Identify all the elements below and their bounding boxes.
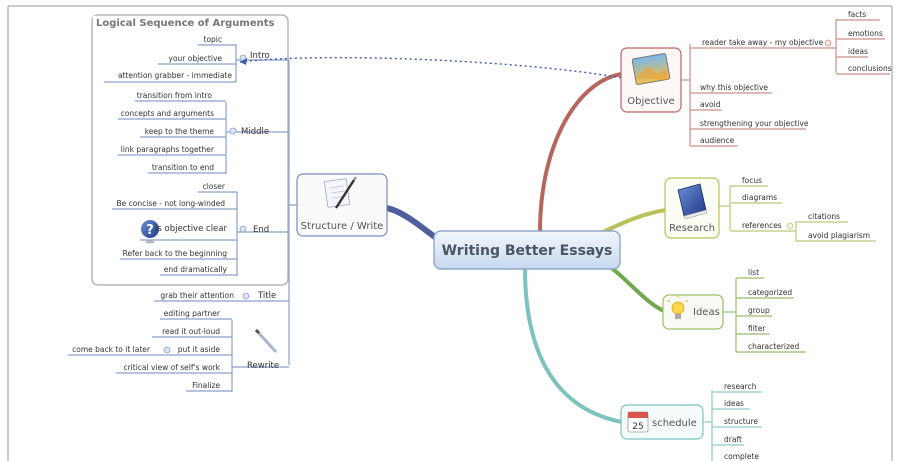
rewrite-label[interactable]: Rewrite	[247, 361, 279, 371]
put-aside-child[interactable]: come back to it later	[72, 345, 151, 354]
put-aside-collapse-icon[interactable]	[163, 346, 171, 354]
end-item-3[interactable]: is objective clear	[155, 224, 227, 234]
intro-item-3[interactable]: attention grabber - immediate	[118, 71, 232, 80]
svg-text:?: ?	[146, 223, 154, 238]
ideas-item-3[interactable]: group	[748, 306, 770, 315]
ideas-item-4[interactable]: filter	[748, 324, 766, 333]
intro-group: Intro topic your objective attention gra…	[104, 35, 289, 83]
objective-item-4[interactable]: audience	[700, 136, 735, 145]
ideas-item-5[interactable]: characterized	[748, 342, 800, 351]
rewrite-item-5[interactable]: Finalize	[192, 381, 220, 390]
middle-collapse-icon[interactable]	[229, 127, 237, 135]
objective-item-2[interactable]: avoid	[700, 100, 721, 109]
logical-sequence-panel	[91, 14, 289, 286]
branch-schedule	[523, 267, 623, 424]
pen-paper-icon	[324, 176, 357, 209]
schedule-item-2[interactable]: ideas	[724, 399, 744, 408]
branch-structure	[385, 205, 438, 241]
central-node[interactable]	[433, 230, 621, 270]
middle-item-3[interactable]: keep to the theme	[145, 127, 215, 136]
references-item-2[interactable]: avoid plagiarism	[808, 231, 870, 240]
middle-label[interactable]: Middle	[241, 127, 269, 137]
objective-item-3[interactable]: strengthening your objective	[700, 119, 809, 128]
schedule-item-1[interactable]: research	[724, 382, 757, 391]
intro-item-2[interactable]: your objective	[169, 54, 223, 63]
references-item-1[interactable]: citations	[808, 212, 840, 221]
research-item-1[interactable]: focus	[742, 176, 762, 185]
research-item-3[interactable]: references	[742, 221, 782, 230]
ideas-item-1[interactable]: list	[748, 268, 759, 277]
end-item-2[interactable]: Be concise - not long-winded	[117, 199, 226, 208]
relationship-link[interactable]	[239, 56, 623, 79]
end-group: End closer Be concise - not long-winded …	[112, 182, 289, 276]
end-item-5[interactable]: end dramatically	[164, 265, 228, 274]
relationship-arrow-icon	[240, 58, 247, 65]
takeaway-item-1[interactable]: facts	[848, 10, 866, 19]
objective-takeaway[interactable]: reader take away - my objective	[702, 38, 824, 47]
panel-title: Logical Sequence of Arguments	[96, 18, 275, 29]
picture-icon	[631, 53, 671, 85]
schedule-item-5[interactable]: complete	[724, 452, 759, 461]
research-children: focus diagrams references citations avoi…	[730, 176, 876, 242]
book-icon	[677, 183, 708, 220]
schedule-children: research ideas structure draft complete	[712, 382, 762, 461]
title-group: grab their attention Title	[154, 291, 289, 302]
end-item-1[interactable]: closer	[203, 182, 226, 191]
rewrite-item-2[interactable]: read it out-loud	[162, 327, 220, 336]
schedule-item-4[interactable]: draft	[724, 435, 742, 444]
objective-item-1[interactable]: why this objective	[700, 83, 768, 92]
middle-item-4[interactable]: link paragraphs together	[121, 145, 215, 154]
takeaway-collapse-icon[interactable]	[824, 39, 832, 47]
end-label[interactable]: End	[253, 225, 269, 235]
ideas-label: Ideas	[693, 307, 720, 318]
takeaway-item-3[interactable]: ideas	[848, 47, 868, 56]
rewrite-item-1[interactable]: editing partner	[164, 309, 221, 318]
ideas-item-2[interactable]: categorized	[748, 288, 792, 297]
middle-group: Middle transition from intro concepts an…	[118, 91, 289, 174]
rewrite-item-3[interactable]: put it aside	[178, 345, 221, 354]
structure-label: Structure / Write	[301, 221, 384, 232]
panel-title-bg	[93, 16, 245, 29]
intro-item-1[interactable]: topic	[204, 35, 223, 44]
calendar-day: 25	[632, 422, 643, 432]
title-label[interactable]: Title	[257, 291, 276, 301]
objective-label: Objective	[627, 96, 674, 107]
objective-children: reader take away - my objective facts em…	[690, 10, 892, 147]
title-collapse-icon[interactable]	[242, 292, 250, 300]
takeaway-item-4[interactable]: conclusions	[848, 64, 892, 73]
middle-item-1[interactable]: transition from intro	[137, 91, 213, 100]
central-label: Writing Better Essays	[442, 243, 613, 259]
takeaway-item-2[interactable]: emotions	[848, 29, 883, 38]
rewrite-group: Rewrite editing partner read it out-loud…	[68, 309, 289, 392]
intro-label[interactable]: Intro	[250, 51, 270, 61]
schedule-label: schedule	[652, 418, 697, 429]
research-item-2[interactable]: diagrams	[742, 193, 777, 202]
pencil-icon	[254, 328, 278, 354]
calendar-icon: 25	[627, 411, 649, 433]
end-collapse-icon[interactable]	[239, 225, 247, 233]
rewrite-item-4[interactable]: critical view of self's work	[123, 363, 220, 372]
middle-item-5[interactable]: transition to end	[152, 163, 214, 172]
schedule-item-3[interactable]: structure	[724, 417, 758, 426]
title-item[interactable]: grab their attention	[160, 291, 234, 300]
end-item-4[interactable]: Refer back to the beginning	[123, 249, 228, 258]
middle-item-2[interactable]: concepts and arguments	[121, 109, 214, 118]
research-label: Research	[669, 223, 715, 234]
question-mark-icon: ?	[141, 220, 159, 244]
branch-objective	[538, 72, 623, 233]
lightbulb-icon	[667, 296, 689, 319]
references-collapse-icon[interactable]	[786, 222, 794, 230]
ideas-children: list categorized group filter characteri…	[736, 268, 806, 353]
